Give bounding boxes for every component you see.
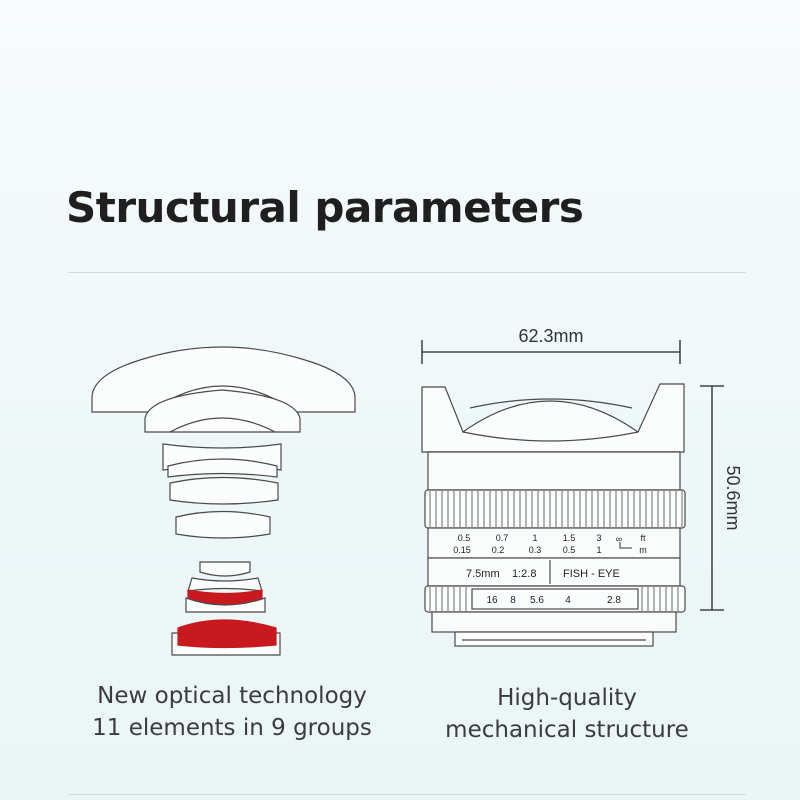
distance-m-unit: m — [639, 545, 647, 555]
distance-ft-5: ∞ — [616, 534, 622, 544]
barrel-upper — [427, 451, 681, 491]
focal-length-label: 7.5mm — [466, 568, 500, 580]
lens-element-2 — [144, 389, 301, 433]
optics-caption-line-1: New optical technology — [97, 683, 367, 709]
lens-element-4 — [167, 458, 278, 478]
page-title: Structural parameters — [66, 183, 584, 232]
distance-m-1: 0.2 — [492, 545, 505, 555]
optics-caption-line-2: 11 elements in 9 groups — [92, 715, 372, 741]
distance-ft-0: 0.5 — [458, 533, 471, 543]
distance-ft-2: 1 — [532, 533, 537, 543]
width-label: 62.3mm — [518, 326, 583, 346]
lens-caption-line-1: High-quality — [497, 685, 637, 711]
distance-m-2: 0.3 — [529, 545, 542, 555]
lens-caption: High-quality mechanical structure — [412, 682, 722, 746]
focus-ring-ridges — [429, 491, 683, 527]
hood-inner-curve — [462, 431, 639, 442]
top-divider — [68, 272, 746, 273]
optics-caption: New optical technology 11 elements in 9 … — [62, 680, 402, 744]
height-label: 50.6mm — [723, 465, 743, 530]
fstop-3: 4 — [565, 595, 571, 606]
distance-ft-3: 1.5 — [563, 533, 576, 543]
lens-mount — [454, 631, 654, 647]
distance-index-mark — [619, 542, 632, 549]
hood-front-curve — [469, 398, 633, 409]
bottom-divider — [68, 794, 746, 795]
optical-elements — [91, 346, 356, 656]
fstop-0: 16 — [486, 595, 498, 606]
fstop-2: 5.6 — [530, 595, 544, 606]
width-dimension — [421, 340, 681, 364]
distance-scale-band — [427, 527, 681, 559]
aperture-label: 1:2.8 — [512, 568, 536, 580]
distance-m-3: 0.5 — [563, 545, 576, 555]
distance-ft-unit: ft — [640, 533, 646, 543]
lens-element-11-highlight — [177, 619, 277, 649]
distance-m-0: 0.15 — [453, 545, 471, 555]
aperture-ring-ridges — [429, 587, 679, 611]
model-label: FISH - EYE — [563, 568, 620, 580]
lens-caption-line-2: mechanical structure — [445, 717, 689, 743]
height-dimension — [700, 385, 724, 611]
lens-element-6 — [175, 510, 271, 539]
fstop-1: 8 — [510, 595, 516, 606]
lens-hood — [421, 383, 685, 453]
barrel-base — [431, 611, 677, 633]
lens-element-8 — [187, 577, 263, 592]
fstop-4: 2.8 — [607, 595, 621, 606]
lens-element-10 — [185, 597, 266, 613]
lens-element-5 — [169, 476, 279, 505]
distance-ft-4: 3 — [596, 533, 601, 543]
distance-ft-1: 0.7 — [496, 533, 509, 543]
distance-m-4: 1 — [596, 545, 601, 555]
lens-element-7 — [199, 561, 251, 577]
name-band — [427, 557, 681, 587]
lens-barrel — [421, 383, 686, 647]
